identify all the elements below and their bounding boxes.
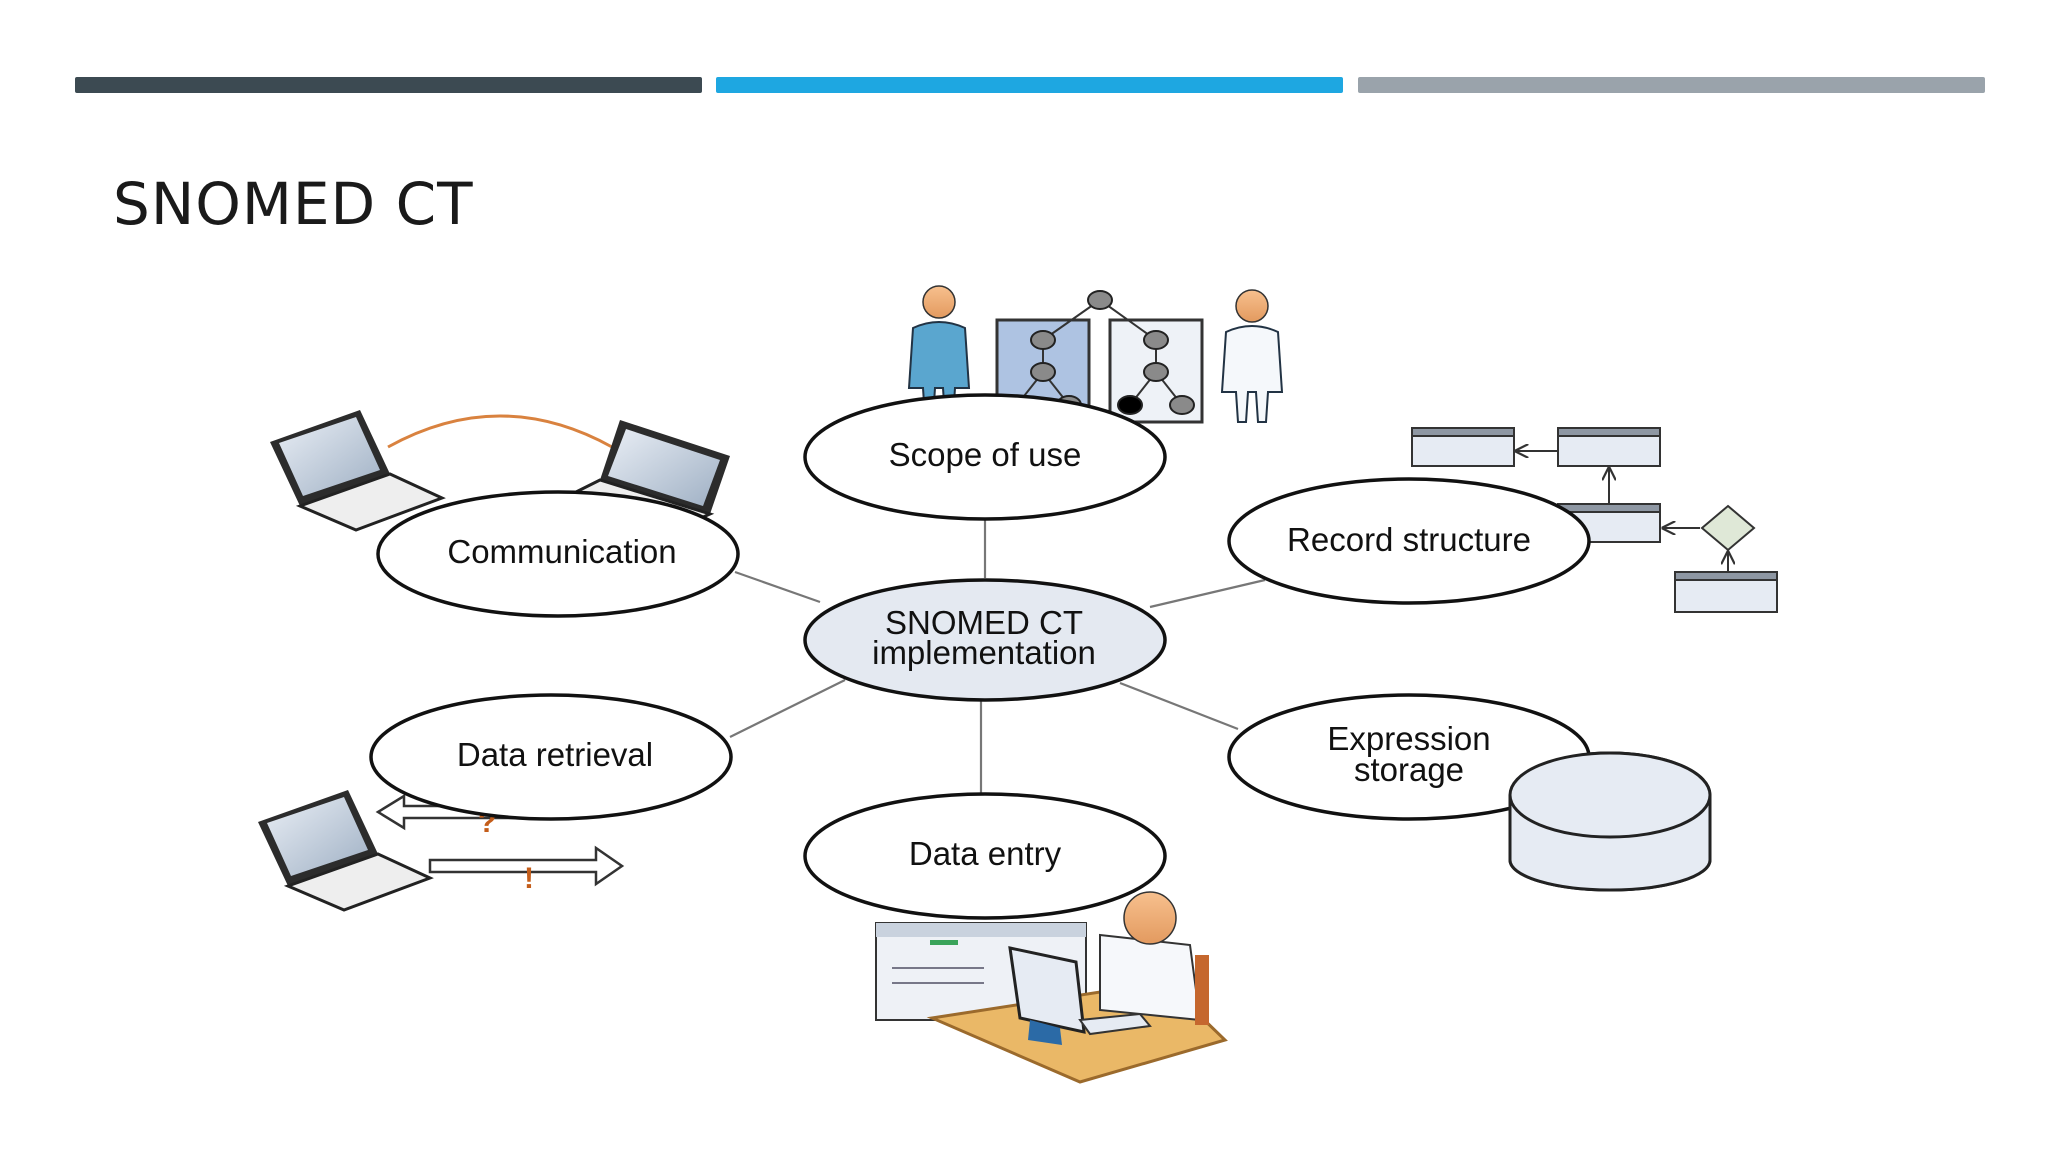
entry-node bbox=[803, 792, 1167, 920]
retrieval-label: Data retrieval bbox=[457, 736, 653, 773]
communication-node bbox=[376, 490, 740, 618]
scope-label: Scope of use bbox=[889, 436, 1082, 473]
person-icon bbox=[1220, 289, 1284, 423]
scope-graphic bbox=[907, 285, 1284, 424]
ellipse-nodes bbox=[369, 393, 1591, 920]
accent-bar-blue bbox=[716, 77, 1343, 93]
center-label-line1: SNOMED CT bbox=[885, 604, 1083, 641]
expression-label-line2: storage bbox=[1354, 751, 1464, 788]
entry-label: Data entry bbox=[909, 835, 1062, 872]
accent-bar-dark bbox=[75, 77, 702, 93]
person-icon bbox=[907, 285, 971, 419]
accent-bar-gray bbox=[1358, 77, 1985, 93]
forward-arrow-icon bbox=[428, 845, 625, 887]
laptop-icon bbox=[270, 410, 446, 532]
communication-label: Communication bbox=[447, 533, 676, 570]
database-icon bbox=[1508, 751, 1712, 892]
node-labels: Scope of use Communication Record struct… bbox=[447, 436, 1531, 872]
connector-lines bbox=[729, 518, 1266, 793]
expression-label-line1: Expression bbox=[1327, 720, 1490, 757]
exclaim-mark: ! bbox=[524, 862, 534, 895]
retrieval-node bbox=[369, 693, 733, 821]
tree-diagram-icon bbox=[995, 290, 1204, 424]
record-node bbox=[1227, 477, 1591, 605]
connector-retrieval bbox=[729, 679, 846, 738]
retrieval-graphic: ? ! bbox=[258, 790, 625, 912]
connector-expression bbox=[1119, 681, 1239, 731]
record-label: Record structure bbox=[1287, 521, 1531, 558]
scope-node bbox=[803, 393, 1167, 521]
connector-record bbox=[1149, 578, 1266, 609]
slide-title: SNOMED CT bbox=[113, 170, 474, 238]
laptop-icon bbox=[258, 790, 434, 912]
connector-communication bbox=[734, 570, 821, 604]
center-node bbox=[803, 578, 1167, 702]
center-label-line2: implementation bbox=[872, 634, 1096, 671]
computer-user-icon bbox=[875, 891, 1228, 1084]
link-arc bbox=[387, 414, 613, 449]
